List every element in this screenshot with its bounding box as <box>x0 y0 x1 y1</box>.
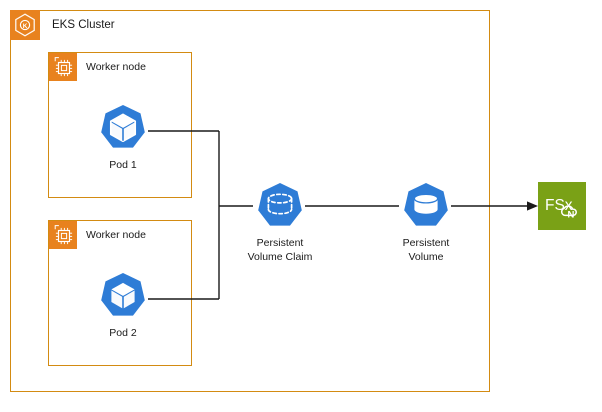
aws-fsx-netapp-ontap-icon: FSx N <box>538 197 586 234</box>
persistent-volume-label: Persistent Volume <box>381 237 471 264</box>
worker-node-1-label: Worker node <box>86 61 146 73</box>
pod-1-node[interactable]: Pod 1 <box>96 101 150 173</box>
persistent-volume-node[interactable]: Persistent Volume <box>381 179 471 264</box>
kubernetes-pv-cylinder-icon <box>399 179 453 233</box>
pv-label-line-1: Persistent <box>402 237 450 249</box>
eks-cluster-label: EKS Cluster <box>52 19 115 31</box>
eks-cluster-header: K EKS Cluster <box>10 10 115 40</box>
pv-label-line-2: Volume <box>408 251 444 263</box>
pod-2-node[interactable]: Pod 2 <box>96 269 150 341</box>
worker-node-2-boundary: Worker node <box>48 220 192 366</box>
persistent-volume-claim-label: Persistent Volume Claim <box>232 237 328 264</box>
eks-cluster-boundary <box>10 10 490 392</box>
cpu-chip-icon <box>49 221 77 249</box>
worker-node-1-boundary: Worker node <box>48 52 192 198</box>
kubernetes-pod-cube-icon <box>96 101 150 155</box>
fsx-ontap-letter: N <box>568 210 575 221</box>
worker-node-1-header: Worker node <box>49 53 146 81</box>
persistent-volume-claim-node[interactable]: Persistent Volume Claim <box>232 179 328 264</box>
pvc-label-line-2: Volume Claim <box>247 251 313 263</box>
kubernetes-pvc-dashed-cylinder-icon <box>253 179 307 233</box>
worker-node-2-label: Worker node <box>86 229 146 241</box>
fsx-text: FSx <box>545 197 573 214</box>
eks-kubernetes-hexagon-icon: K <box>10 10 40 40</box>
svg-text:K: K <box>23 23 28 30</box>
fsx-for-netapp-ontap-node[interactable]: FSx N <box>538 182 586 230</box>
pod-1-label: Pod 1 <box>109 159 137 171</box>
arrowhead-to-fsx <box>527 201 538 211</box>
pvc-label-line-1: Persistent <box>256 237 304 249</box>
kubernetes-pod-cube-icon <box>96 269 150 323</box>
pod-2-label: Pod 2 <box>109 327 137 339</box>
cpu-chip-icon <box>49 53 77 81</box>
worker-node-2-header: Worker node <box>49 221 146 249</box>
